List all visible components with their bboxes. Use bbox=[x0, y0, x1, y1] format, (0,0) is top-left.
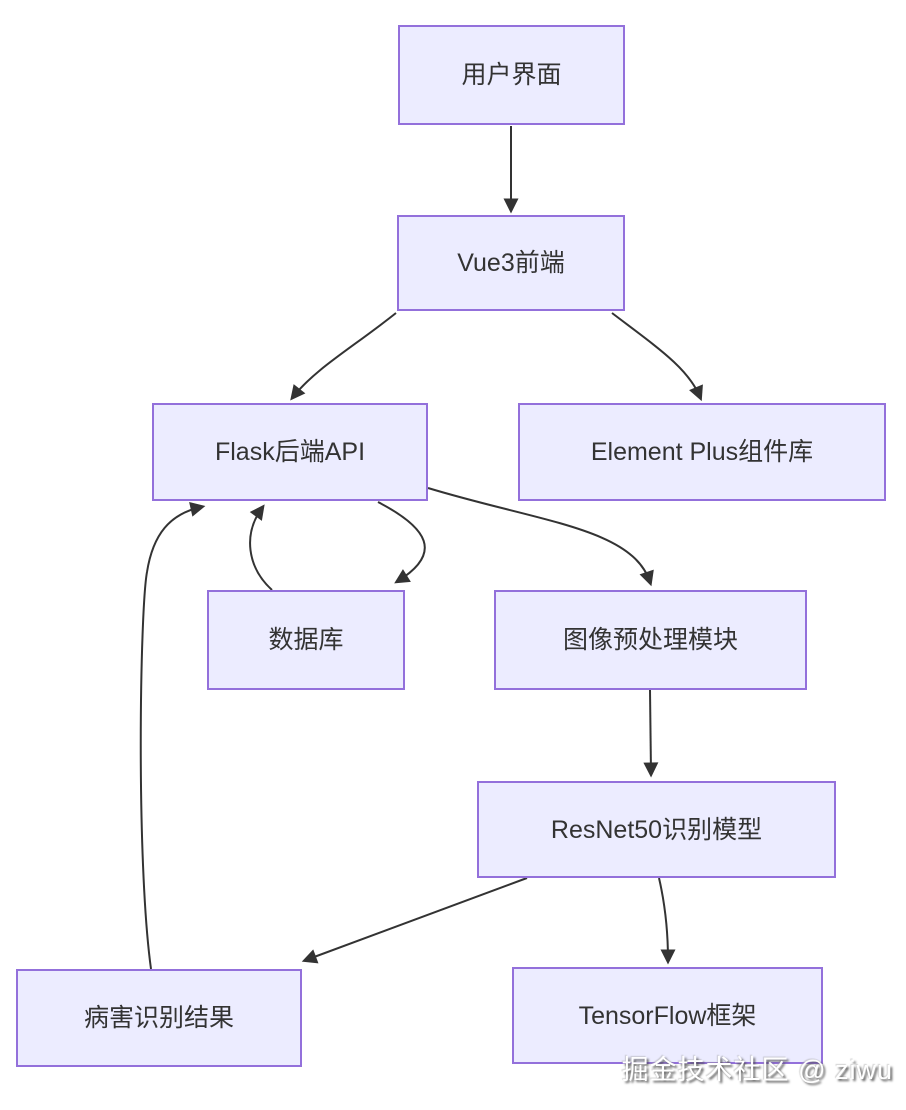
node-disease-result: 病害识别结果 bbox=[16, 969, 302, 1067]
edge-image-preprocess-to-resnet50 bbox=[643, 689, 659, 778]
node-label: 数据库 bbox=[268, 626, 344, 654]
node-flask-api: Flask后端API bbox=[152, 403, 428, 501]
edge-database-to-flask bbox=[249, 504, 273, 591]
edge-vue3-to-element-plus bbox=[611, 312, 703, 402]
edge-disease-result-to-flask bbox=[139, 502, 206, 970]
node-resnet50-model: ResNet50识别模型 bbox=[477, 781, 836, 878]
node-label: TensorFlow框架 bbox=[578, 1001, 757, 1030]
edge-flask-to-database bbox=[377, 501, 426, 584]
node-label: 用户界面 bbox=[461, 61, 562, 89]
node-label: Vue3前端 bbox=[457, 249, 565, 277]
node-vue3-frontend: Vue3前端 bbox=[397, 215, 625, 311]
node-user-interface: 用户界面 bbox=[398, 25, 625, 125]
node-label: ResNet50识别模型 bbox=[550, 815, 763, 844]
node-tensorflow: TensorFlow框架 bbox=[512, 967, 823, 1064]
edge-vue3-to-flask bbox=[290, 312, 397, 401]
node-label: Flask后端API bbox=[214, 438, 366, 466]
watermark-text: 掘金技术社区 @ ziwu bbox=[621, 1055, 893, 1085]
node-label: 图像预处理模块 bbox=[562, 626, 738, 654]
node-database: 数据库 bbox=[207, 590, 405, 690]
node-label: 病害识别结果 bbox=[83, 1004, 234, 1032]
edge-resnet50-to-disease-result bbox=[301, 877, 528, 964]
edge-resnet50-to-tensorflow bbox=[658, 877, 676, 965]
node-element-plus: Element Plus组件库 bbox=[518, 403, 886, 501]
node-label: Element Plus组件库 bbox=[590, 438, 814, 466]
edge-flask-to-image-preprocess bbox=[427, 487, 654, 587]
node-image-preprocess: 图像预处理模块 bbox=[494, 590, 807, 690]
